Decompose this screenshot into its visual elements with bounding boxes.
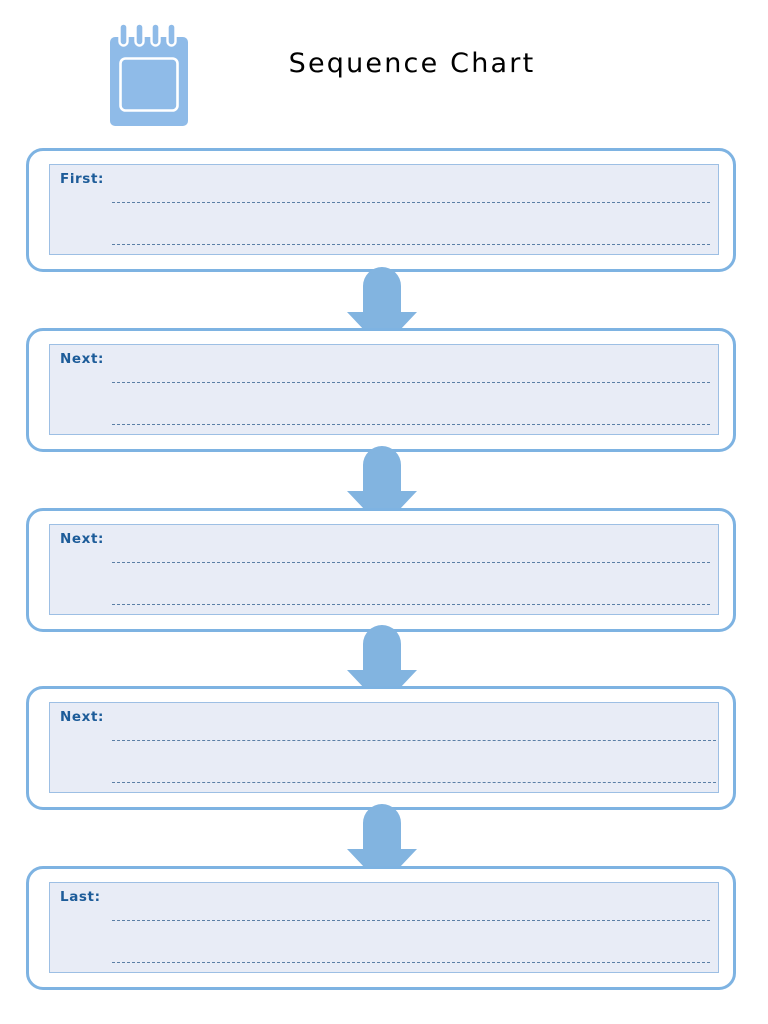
writing-line	[112, 244, 710, 245]
writing-line	[112, 962, 710, 963]
step-input-area-5[interactable]: Last:	[49, 882, 719, 973]
page-title: Sequence Chart	[288, 48, 536, 79]
writing-line	[112, 202, 710, 203]
writing-line	[112, 382, 710, 383]
step-box-3[interactable]: Next:	[26, 508, 736, 632]
step-input-area-4[interactable]: Next:	[49, 702, 719, 793]
step-box-2[interactable]: Next:	[26, 328, 736, 452]
step-box-1[interactable]: First:	[26, 148, 736, 272]
step-input-area-2[interactable]: Next:	[49, 344, 719, 435]
writing-line	[112, 740, 716, 741]
writing-line	[112, 920, 710, 921]
step-label-5: Last:	[60, 889, 101, 905]
down-arrow-icon-2	[345, 443, 419, 529]
step-box-4[interactable]: Next:	[26, 686, 736, 810]
step-label-1: First:	[60, 171, 104, 187]
writing-line	[112, 562, 710, 563]
page-header: Sequence Chart	[0, 0, 768, 140]
step-label-3: Next:	[60, 531, 105, 547]
step-label-2: Next:	[60, 351, 105, 367]
writing-line	[112, 424, 710, 425]
down-arrow-icon-4	[345, 801, 419, 887]
writing-line	[112, 604, 710, 605]
writing-line	[112, 782, 716, 783]
step-label-4: Next:	[60, 709, 105, 725]
step-input-area-3[interactable]: Next:	[49, 524, 719, 615]
notepad-icon	[106, 22, 192, 128]
step-box-5[interactable]: Last:	[26, 866, 736, 990]
step-input-area-1[interactable]: First:	[49, 164, 719, 255]
